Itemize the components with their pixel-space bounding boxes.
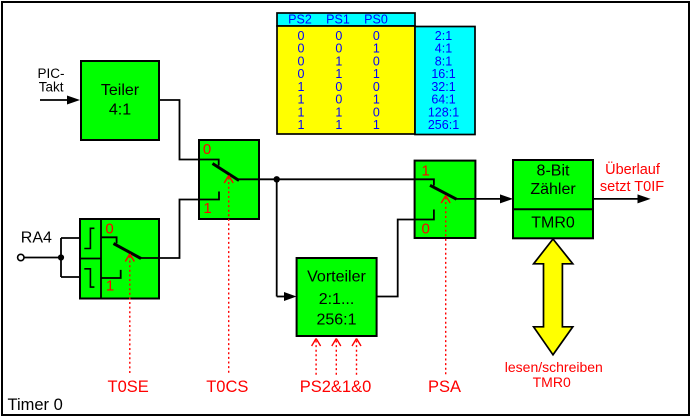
svg-text:Überlauf: Überlauf: [605, 160, 661, 178]
svg-text:1: 1: [203, 200, 211, 217]
svg-text:1: 1: [335, 118, 342, 132]
svg-text:0: 0: [373, 80, 380, 94]
svg-text:64:1: 64:1: [431, 93, 455, 107]
svg-text:PIC-: PIC-: [38, 66, 65, 81]
svg-text:0: 0: [298, 54, 305, 68]
svg-text:1: 1: [373, 42, 380, 56]
svg-text:PS2: PS2: [288, 13, 312, 27]
svg-text:1: 1: [373, 67, 380, 81]
svg-text:2:1: 2:1: [435, 29, 452, 43]
svg-text:0: 0: [373, 105, 380, 119]
svg-text:1: 1: [298, 80, 305, 94]
svg-text:0: 0: [373, 29, 380, 43]
svg-text:0: 0: [335, 42, 342, 56]
svg-text:TMR0: TMR0: [533, 374, 571, 390]
svg-text:0: 0: [203, 141, 211, 158]
svg-text:1: 1: [373, 118, 380, 132]
svg-text:TMR0: TMR0: [531, 215, 575, 232]
svg-text:4:1: 4:1: [109, 102, 131, 119]
svg-text:4:1: 4:1: [435, 42, 452, 56]
svg-text:Takt: Takt: [39, 80, 64, 95]
svg-text:1: 1: [335, 54, 342, 68]
svg-text:1: 1: [298, 105, 305, 119]
svg-text:0: 0: [422, 221, 430, 238]
svg-text:256:1: 256:1: [428, 118, 459, 132]
svg-text:PS1: PS1: [326, 13, 350, 27]
svg-text:1: 1: [335, 67, 342, 81]
svg-text:Vorteiler: Vorteiler: [307, 269, 366, 286]
svg-text:128:1: 128:1: [428, 105, 459, 119]
svg-text:256:1: 256:1: [316, 312, 356, 329]
svg-text:Timer 0: Timer 0: [8, 396, 63, 414]
svg-text:8-Bit: 8-Bit: [537, 163, 570, 180]
svg-text:T0SE: T0SE: [108, 378, 149, 396]
svg-text:0: 0: [298, 29, 305, 43]
svg-text:1: 1: [422, 163, 430, 180]
svg-text:Teiler: Teiler: [101, 82, 140, 99]
svg-text:1: 1: [106, 278, 114, 295]
svg-text:1: 1: [373, 93, 380, 107]
svg-text:T0CS: T0CS: [206, 378, 248, 396]
svg-text:1: 1: [298, 93, 305, 107]
svg-text:0: 0: [373, 54, 380, 68]
svg-text:RA4: RA4: [21, 230, 52, 247]
svg-text:8:1: 8:1: [435, 54, 452, 68]
svg-text:16:1: 16:1: [431, 67, 455, 81]
svg-text:PS2&1&0: PS2&1&0: [300, 378, 372, 396]
svg-text:lesen/schreiben: lesen/schreiben: [505, 359, 603, 375]
svg-text:0: 0: [335, 80, 342, 94]
svg-text:setzt T0IF: setzt T0IF: [600, 179, 664, 195]
svg-text:PSA: PSA: [428, 378, 461, 396]
svg-text:0: 0: [298, 42, 305, 56]
svg-text:1: 1: [298, 118, 305, 132]
svg-text:32:1: 32:1: [431, 80, 455, 94]
svg-text:0: 0: [105, 221, 113, 238]
svg-text:0: 0: [335, 93, 342, 107]
svg-text:2:1...: 2:1...: [319, 291, 355, 308]
svg-text:PS0: PS0: [364, 13, 388, 27]
svg-text:0: 0: [335, 29, 342, 43]
svg-text:Zähler: Zähler: [530, 181, 576, 198]
svg-text:0: 0: [298, 67, 305, 81]
svg-text:1: 1: [335, 105, 342, 119]
